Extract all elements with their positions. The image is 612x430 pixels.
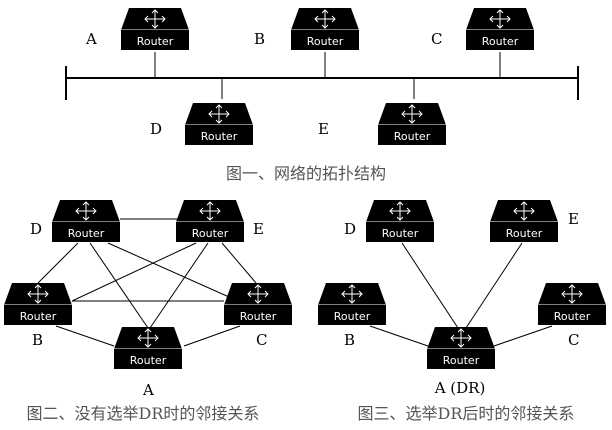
router-label: Router bbox=[334, 310, 371, 323]
fig3-label-c: C bbox=[568, 331, 579, 349]
fig3-label-a-dr: A (DR) bbox=[434, 379, 486, 397]
fig3-label-d: D bbox=[344, 220, 356, 238]
fig2-label-e: E bbox=[253, 220, 264, 238]
fig3-router-d: Router bbox=[365, 199, 435, 243]
fig3-link-e-a bbox=[465, 242, 523, 329]
fig1-label-b: B bbox=[254, 30, 265, 48]
fig1-topology: Router Router Router Router Router A B C… bbox=[65, 7, 579, 183]
fig3-router-e: Router bbox=[489, 199, 559, 243]
fig3-label-e: E bbox=[568, 210, 579, 228]
router-label: Router bbox=[307, 35, 344, 48]
fig1-router-d: Router bbox=[184, 102, 254, 146]
router-label: Router bbox=[137, 35, 174, 48]
fig2-link-b-a bbox=[55, 325, 115, 347]
fig2-router-c: Router bbox=[223, 282, 293, 326]
fig2-link-e-b bbox=[71, 242, 197, 302]
fig3-label-b: B bbox=[344, 331, 355, 349]
fig2-label-a: A bbox=[142, 381, 154, 399]
fig1-label-d: D bbox=[150, 120, 162, 138]
fig2-link-e-a bbox=[149, 242, 209, 329]
fig1-caption: 图一、网络的拓扑结构 bbox=[226, 164, 386, 183]
fig2-link-c-a bbox=[183, 325, 241, 347]
fig3-link-c-a bbox=[493, 325, 553, 347]
router-label: Router bbox=[506, 227, 543, 240]
fig2-router-a: Router bbox=[113, 326, 183, 370]
fig3-router-b: Router bbox=[317, 282, 387, 326]
router-label: Router bbox=[382, 227, 419, 240]
fig2-label-d: D bbox=[30, 220, 42, 238]
fig3-router-a-dr: Router bbox=[426, 326, 496, 370]
fig2-caption: 图二、没有选举DR时的邻接关系 bbox=[27, 404, 260, 423]
router-label: Router bbox=[201, 130, 238, 143]
fig2-link-d-b bbox=[37, 242, 79, 284]
fig1-router-a: Router bbox=[120, 7, 190, 51]
router-label: Router bbox=[20, 310, 57, 323]
fig2-router-e: Router bbox=[175, 199, 245, 243]
fig1-label-c: C bbox=[431, 30, 442, 48]
fig3-router-c: Router bbox=[537, 282, 607, 326]
router-label: Router bbox=[443, 354, 480, 367]
fig1-router-e: Router bbox=[377, 102, 447, 146]
router-label: Router bbox=[192, 227, 229, 240]
fig2-adjacency-no-dr: Router Router Router Router Router D E B… bbox=[3, 199, 293, 423]
fig2-label-b: B bbox=[32, 331, 43, 349]
fig3-caption: 图三、选举DR后时的邻接关系 bbox=[358, 404, 575, 423]
router-label: Router bbox=[482, 35, 519, 48]
router-label: Router bbox=[130, 354, 167, 367]
fig3-link-b-a bbox=[369, 325, 429, 347]
router-label: Router bbox=[394, 130, 431, 143]
fig2-label-c: C bbox=[256, 331, 267, 349]
fig2-router-b: Router bbox=[3, 282, 73, 326]
router-label: Router bbox=[554, 310, 591, 323]
fig2-link-d-c bbox=[107, 242, 239, 302]
fig3-adjacency-with-dr: Router Router Router Router Router D E B… bbox=[317, 199, 607, 423]
fig2-link-e-c bbox=[221, 242, 257, 284]
fig1-router-c: Router bbox=[465, 7, 535, 51]
fig1-label-e: E bbox=[318, 120, 329, 138]
fig1-router-b: Router bbox=[290, 7, 360, 51]
fig1-label-a: A bbox=[85, 30, 97, 48]
router-label: Router bbox=[240, 310, 277, 323]
router-label: Router bbox=[68, 227, 105, 240]
fig3-link-d-a bbox=[401, 242, 459, 329]
fig2-router-d: Router bbox=[51, 199, 121, 243]
fig2-link-d-a bbox=[89, 242, 149, 329]
